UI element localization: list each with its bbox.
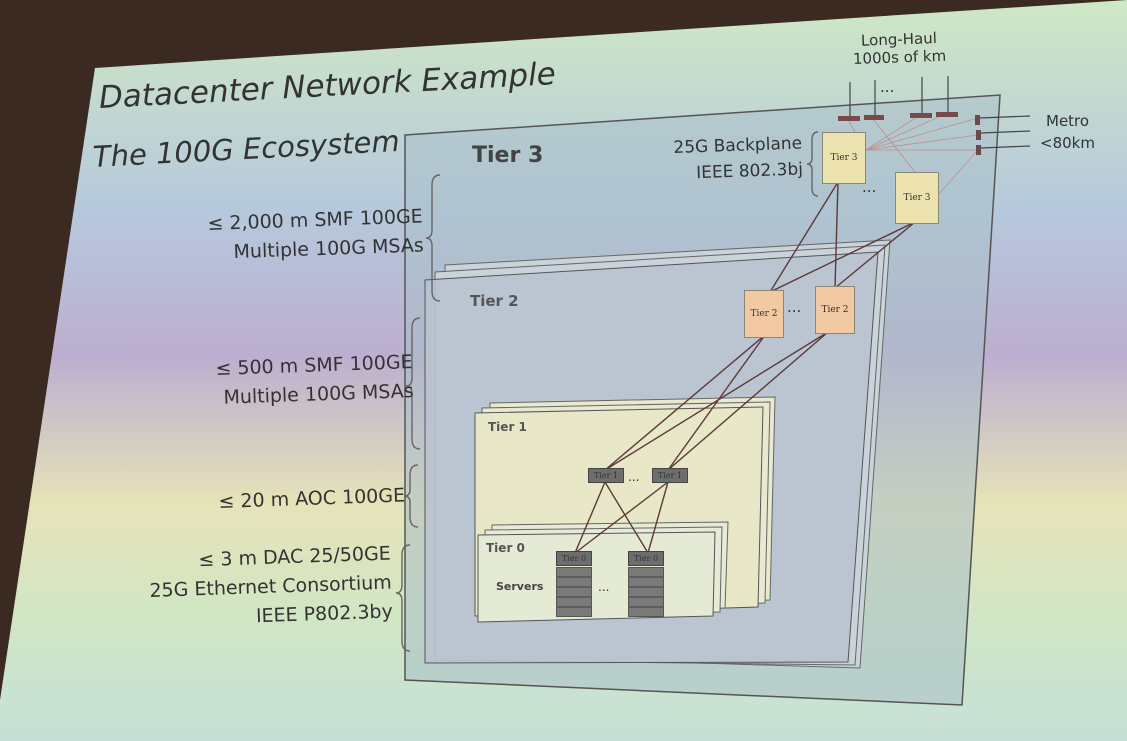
metro-label: Metro <80km: [1040, 110, 1095, 154]
ellipsis: ...: [598, 580, 610, 594]
long-haul-text: 1000s of km: [852, 46, 947, 68]
tier3-switch: Tier 3: [822, 132, 866, 184]
server-rack: [556, 567, 592, 617]
network-links: [574, 181, 916, 554]
server-rack: [628, 567, 664, 617]
long-haul-label: Long-Haul 1000s of km: [852, 29, 947, 68]
tier1-switch: Tier 1: [588, 468, 624, 483]
tier1-label: Tier 1: [488, 420, 527, 434]
metro-ports: [975, 115, 1031, 155]
tier0-switch: Tier 0: [556, 551, 592, 566]
tier3-label: Tier 3: [472, 143, 544, 168]
reach-label-3m: ≤ 3 m DAC 25/50GE 25G Ethernet Consortiu…: [148, 540, 393, 635]
tier0-switch: Tier 0: [628, 551, 664, 566]
metro-text: Metro: [1046, 112, 1090, 130]
tier2-label: Tier 2: [470, 292, 519, 310]
tier3-switch: Tier 3: [895, 172, 939, 224]
range-braces: [395, 131, 819, 652]
reach-label-2000m: ≤ 2,000 m SMF 100GE Multiple 100G MSAs: [207, 202, 424, 267]
reach-label-500m: ≤ 500 m SMF 100GE Multiple 100G MSAs: [215, 348, 414, 413]
ellipsis: ...: [787, 298, 802, 316]
tier1-switch: Tier 1: [652, 468, 688, 483]
backplane-text: IEEE 802.3bj: [696, 159, 804, 184]
tier2-switch: Tier 2: [744, 290, 784, 338]
backplane-label: 25G Backplane IEEE 802.3bj: [673, 131, 803, 187]
metro-text: <80km: [1040, 134, 1095, 152]
ellipsis: ...: [628, 470, 640, 484]
long-haul-ports: [838, 76, 958, 121]
tier0-label: Tier 0: [486, 541, 525, 555]
ellipsis: ...: [862, 178, 877, 196]
tier2-switch: Tier 2: [815, 286, 855, 334]
servers-label: Servers: [496, 580, 544, 593]
long-haul-ellipsis: ...: [880, 78, 895, 96]
